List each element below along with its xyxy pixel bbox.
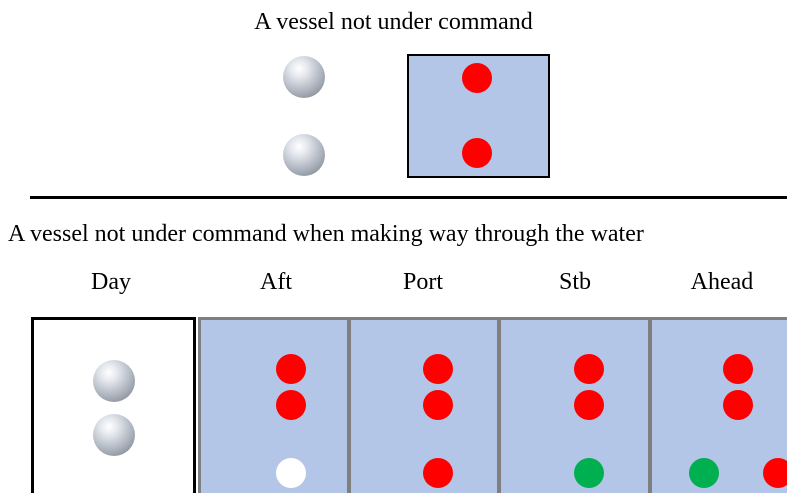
- column-header-port: Port: [402, 269, 443, 295]
- red-light-icon: [423, 354, 453, 384]
- ball-shape-icon: [93, 360, 135, 402]
- column-header-day: Day: [91, 269, 131, 295]
- red-light-icon: [423, 458, 453, 488]
- column-header-aft: Aft: [260, 269, 292, 295]
- ball-shape-icon: [93, 414, 135, 456]
- night-lights-panel: [407, 54, 550, 178]
- day-shapes-panel: [31, 317, 196, 493]
- ball-shape-icon: [283, 56, 325, 98]
- red-light-icon: [423, 390, 453, 420]
- red-light-icon: [276, 390, 306, 420]
- red-light-icon: [723, 354, 753, 384]
- top-title: A vessel not under command: [254, 9, 533, 35]
- red-light-icon: [574, 390, 604, 420]
- section-divider: [30, 196, 787, 199]
- green-light-icon: [689, 458, 719, 488]
- stb-view-panel: [498, 317, 651, 493]
- red-light-icon: [763, 458, 787, 488]
- aft-view-panel: [198, 317, 350, 493]
- column-header-ahead: Ahead: [690, 269, 754, 295]
- ahead-view-panel: [649, 317, 787, 493]
- red-light-icon: [462, 63, 492, 93]
- port-view-panel: [348, 317, 500, 493]
- red-light-icon: [276, 354, 306, 384]
- red-light-icon: [574, 354, 604, 384]
- green-light-icon: [574, 458, 604, 488]
- red-light-icon: [723, 390, 753, 420]
- bottom-title: A vessel not under command when making w…: [8, 221, 644, 247]
- ball-shape-icon: [283, 134, 325, 176]
- column-header-stb: Stb: [558, 269, 591, 295]
- white-light-icon: [276, 458, 306, 488]
- red-light-icon: [462, 138, 492, 168]
